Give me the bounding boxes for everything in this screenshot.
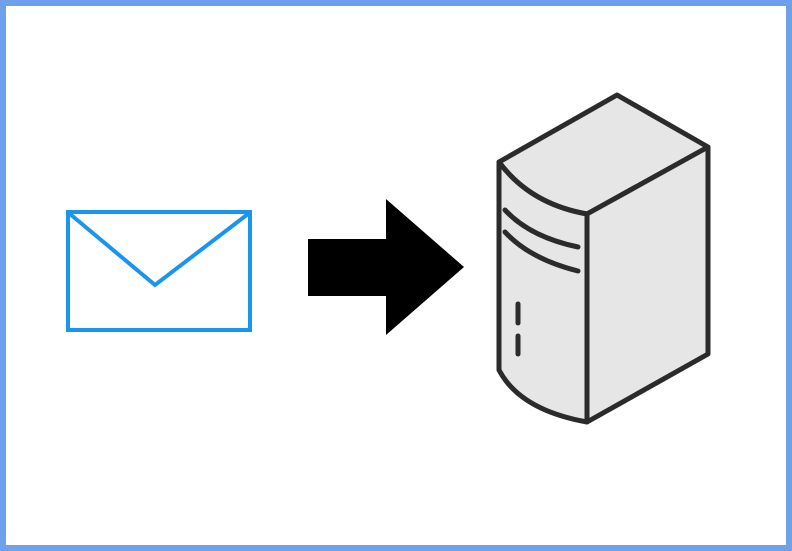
server-drive-line xyxy=(502,207,581,250)
envelope-body xyxy=(66,210,252,332)
arrow-right-icon xyxy=(308,199,464,335)
envelope-flap xyxy=(68,212,250,288)
server-drive-line xyxy=(502,229,581,274)
envelope-icon xyxy=(66,210,252,332)
server-icon xyxy=(496,92,711,425)
server-side-face xyxy=(584,144,711,425)
